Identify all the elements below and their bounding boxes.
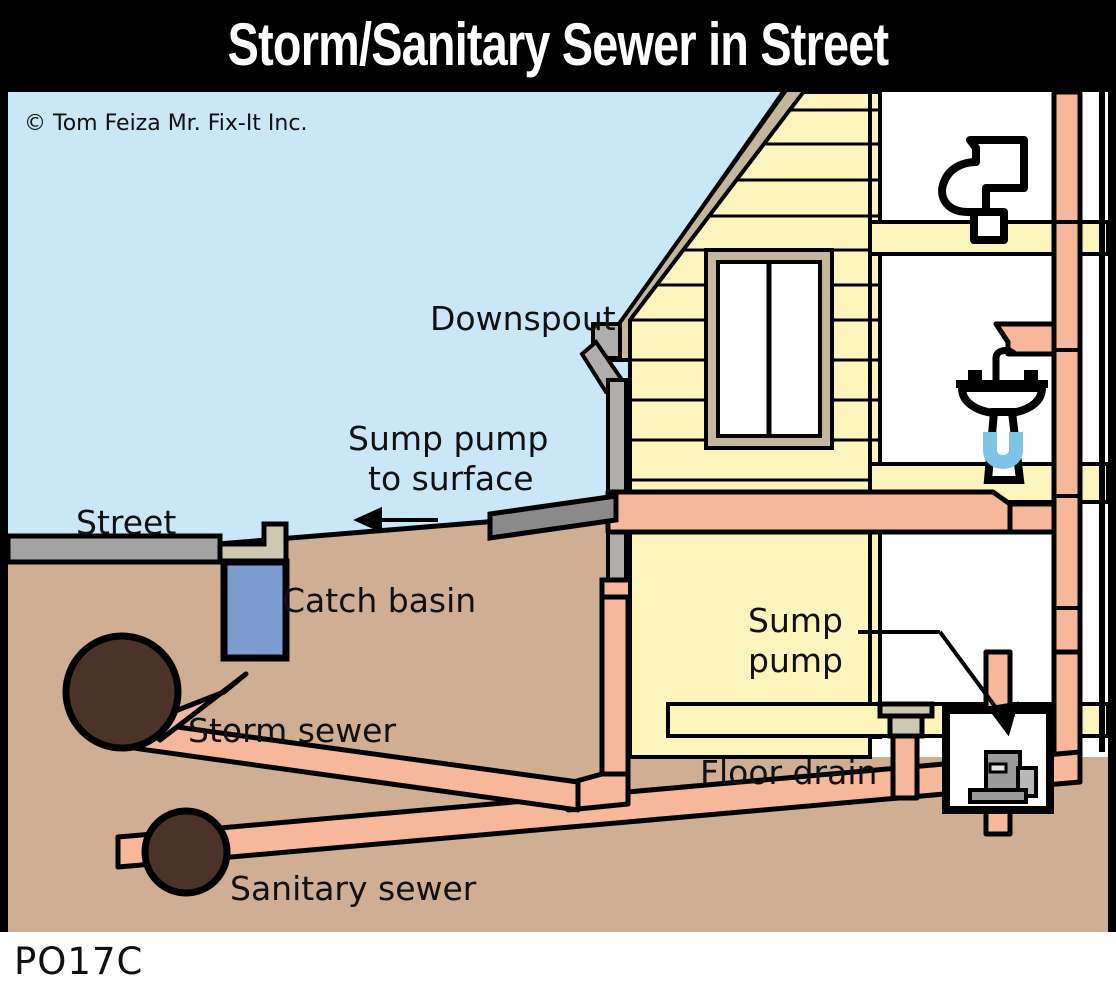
street-curb [217, 521, 289, 565]
label-downspout: Downspout [430, 299, 616, 338]
label-storm-sewer: Storm sewer [188, 711, 396, 750]
illustration-canvas: © Tom Feiza Mr. Fix-It Inc. Downspout Su… [8, 92, 1108, 932]
diagram-code: PO17C [14, 940, 144, 983]
downspout-pipe [606, 378, 628, 586]
sump-discharge-horizontal [605, 489, 1013, 535]
soil-stack [1051, 92, 1083, 713]
floor-drain-fixture [877, 701, 935, 739]
sump-pit [942, 706, 1054, 814]
toilet-branch-pipe [993, 321, 1057, 357]
label-sump-to-surface-1: Sump pump [348, 419, 548, 458]
p-trap-water [983, 432, 1023, 469]
catch-basin [220, 558, 290, 662]
sink-faucet [992, 347, 1017, 380]
street-asphalt [8, 533, 223, 565]
sink-branch-pipe [1005, 501, 1057, 535]
sanitary-horizontal-run [115, 749, 1083, 870]
title-bar: Storm/Sanitary Sewer in Street [0, 0, 1116, 88]
sanitary-sewer-main [141, 807, 231, 897]
storm-sewer-main [62, 632, 182, 752]
footer-bar [0, 932, 1116, 992]
sump-pump-switch [988, 762, 1008, 774]
downspout-underground-pipe [599, 594, 631, 800]
label-sump-to-surface-2: to surface [368, 459, 534, 498]
label-sump-pump-2: pump [748, 641, 843, 680]
toilet-fixture [938, 136, 1028, 244]
drain-piping [115, 92, 1083, 870]
label-street: Street [76, 503, 176, 542]
copyright-text: © Tom Feiza Mr. Fix-It Inc. [24, 111, 307, 136]
sump-pump-leader-line [858, 630, 1019, 737]
label-sanitary-sewer: Sanitary sewer [230, 869, 477, 908]
sump-surface-discharge-pipe [487, 493, 619, 541]
sink-fixture [956, 347, 1048, 484]
page-title: Storm/Sanitary Sewer in Street [227, 11, 889, 78]
label-floor-drain: Floor drain [700, 753, 877, 792]
discharge-flow-arrow [353, 506, 438, 534]
sump-pump-base [968, 788, 1028, 804]
label-catch-basin: Catch basin [282, 581, 476, 620]
label-sump-pump-1: Sump [748, 601, 843, 640]
